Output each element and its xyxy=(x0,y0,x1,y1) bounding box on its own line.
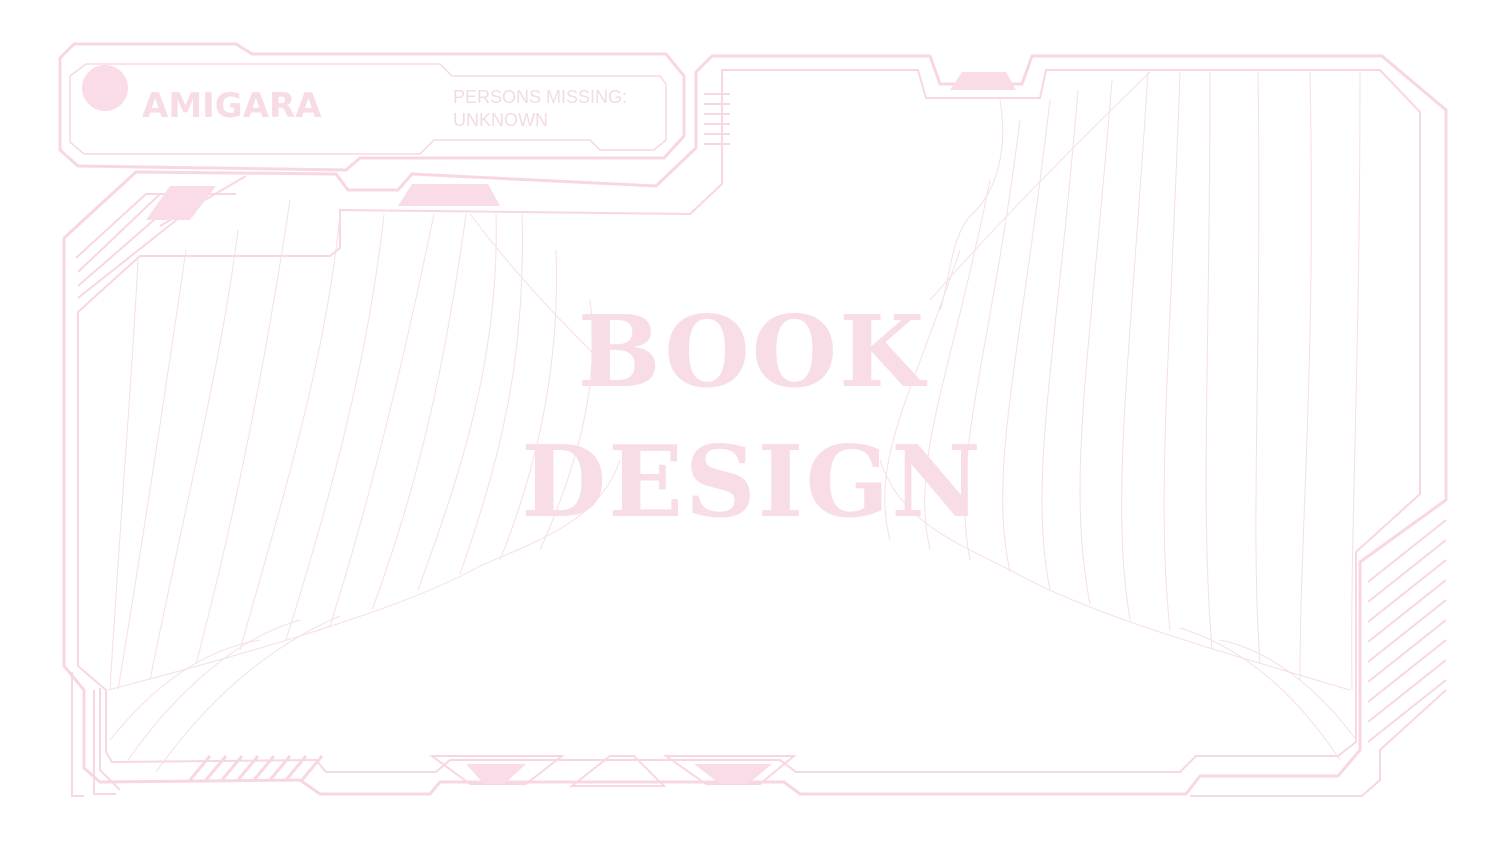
status-line-1: PERSONS MISSING: xyxy=(453,87,628,107)
right-lower-bracket xyxy=(1190,689,1447,797)
bottom-chevron-left xyxy=(428,755,565,785)
bottom-hatch xyxy=(188,755,324,781)
title-line-2: DESIGN xyxy=(521,425,983,540)
accent-bottom-left xyxy=(466,764,526,784)
accent-trapezoid-top xyxy=(398,184,500,206)
bottom-chevron-center xyxy=(569,755,667,787)
bottom-chevron-right xyxy=(662,755,797,785)
left-lower-bars xyxy=(71,672,121,797)
main-frame-inner xyxy=(77,69,1421,773)
accent-parallelogram-left xyxy=(146,186,216,220)
status-text: PERSONS MISSING: UNKNOWN xyxy=(453,86,653,132)
connector-ticks xyxy=(704,93,730,145)
right-diagonal-bars xyxy=(1367,519,1447,743)
accent-bottom-right xyxy=(694,764,772,784)
accent-trapezoid-top-right xyxy=(950,72,1016,90)
status-line-2: UNKNOWN xyxy=(453,110,548,130)
header-panel-outer xyxy=(58,42,686,172)
brand-name: AMIGARA xyxy=(142,86,322,126)
title-line-1: BOOK xyxy=(577,295,927,410)
main-frame-outer xyxy=(62,54,1448,796)
header-panel-inner xyxy=(69,63,667,155)
circle-logo-icon xyxy=(82,65,128,111)
